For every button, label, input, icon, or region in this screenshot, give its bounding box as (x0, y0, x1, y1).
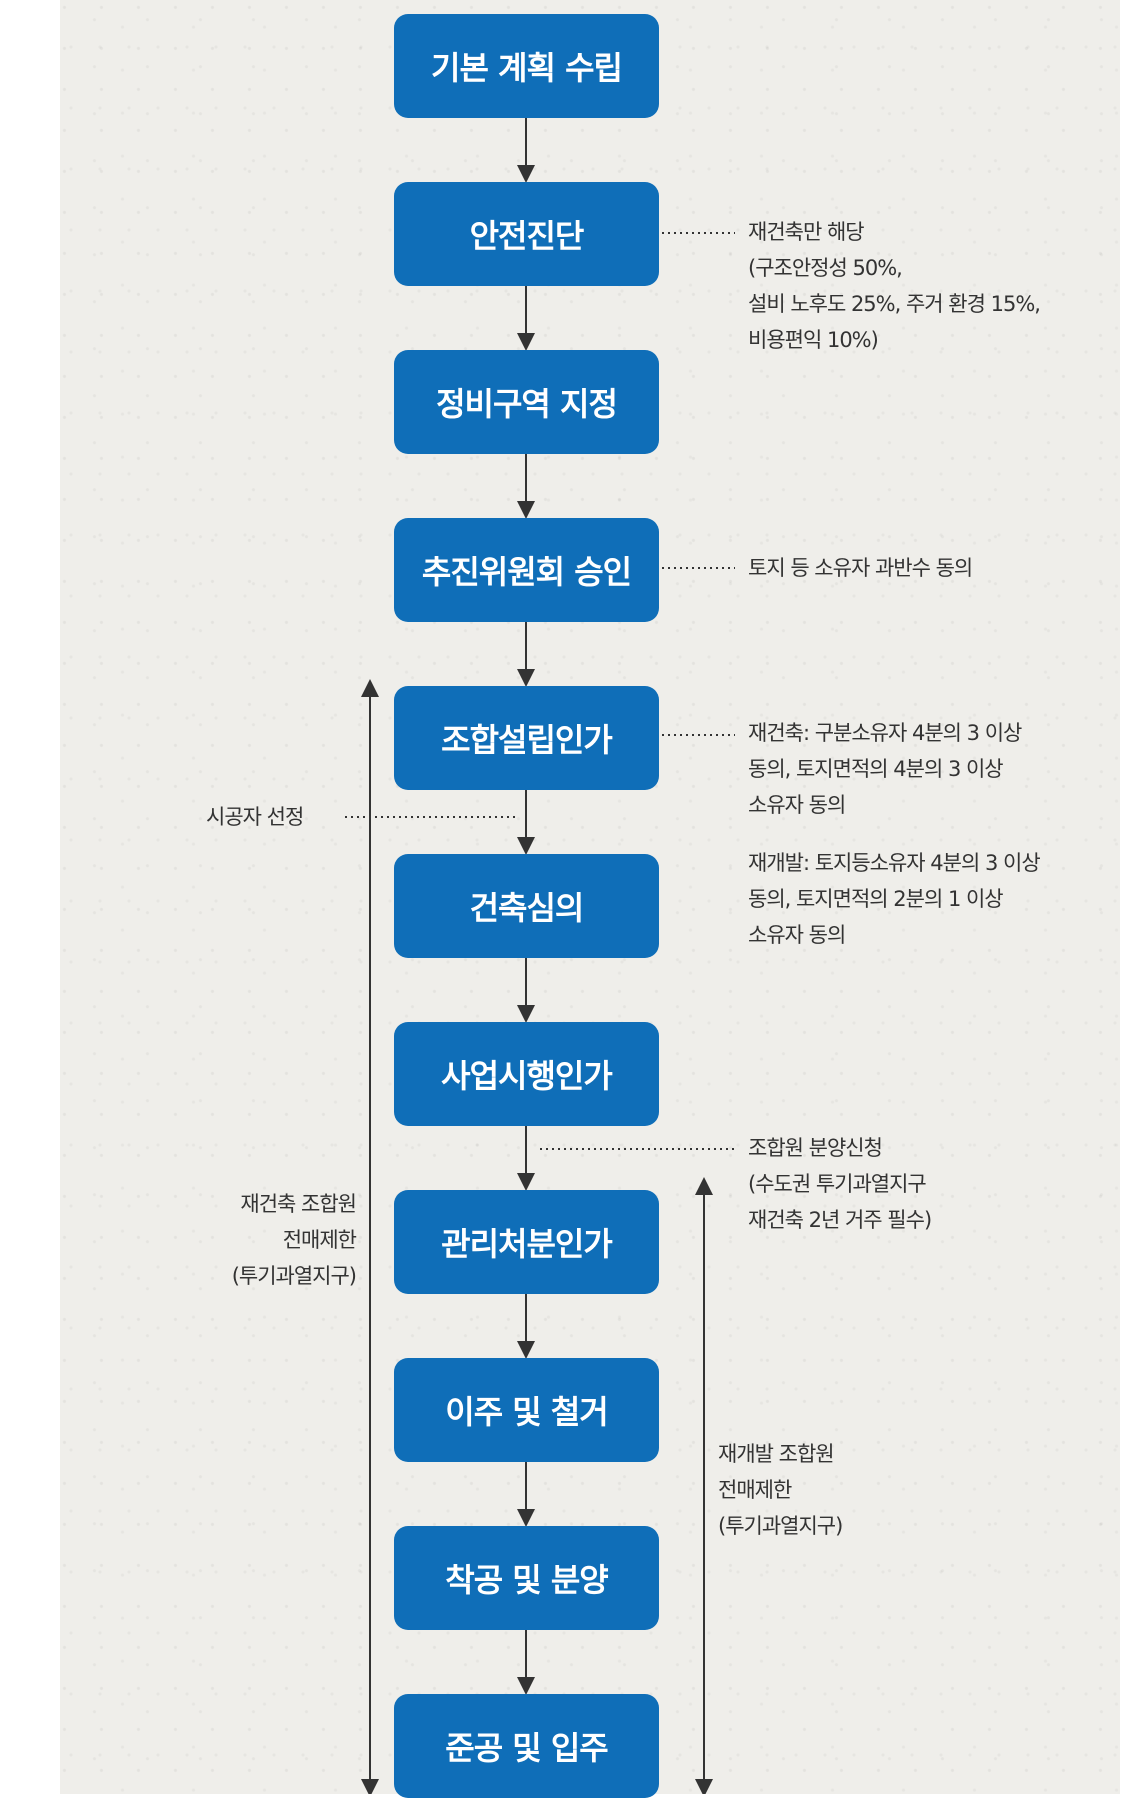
step-basic-plan: 기본 계획 수립 (394, 14, 659, 118)
step-architecture-review: 건축심의 (394, 854, 659, 958)
step-project-approval: 사업시행인가 (394, 1022, 659, 1126)
step-safety-diagnosis: 안전진단 (394, 182, 659, 286)
step-management-disposal: 관리처분인가 (394, 1190, 659, 1294)
step-construction-sale: 착공 및 분양 (394, 1526, 659, 1630)
step-relocation-demolition: 이주 및 철거 (394, 1358, 659, 1462)
note-sale-apply: 조합원 분양신청 (수도권 투기과열지구 재건축 2년 거주 필수) (748, 1136, 932, 1232)
note-safety: 재건축만 해당 (구조안정성 50%, 설비 노후도 25%, 주거 환경 15… (748, 220, 1041, 352)
note-redevelop-resale: 재개발 조합원 전매제한 (투기과열지구) (718, 1442, 843, 1538)
note-rebuild-resale: 재건축 조합원 전매제한 (투기과열지구) (231, 1192, 357, 1288)
note-committee: 토지 등 소유자 과반수 동의 (748, 556, 973, 580)
step-committee-approval: 추진위원회 승인 (394, 518, 659, 622)
step-zone-designation: 정비구역 지정 (394, 350, 659, 454)
note-union-rebuild: 재건축: 구분소유자 4분의 3 이상 동의, 토지면적의 4분의 3 이상 소… (748, 721, 1022, 817)
note-union-redevelop: 재개발: 토지등소유자 4분의 3 이상 동의, 토지면적의 2분의 1 이상 … (748, 851, 1041, 947)
step-union-approval: 조합설립인가 (394, 686, 659, 790)
note-contractor: 시공자 선정 (206, 805, 304, 829)
step-completion-move-in: 준공 및 입주 (394, 1694, 659, 1798)
